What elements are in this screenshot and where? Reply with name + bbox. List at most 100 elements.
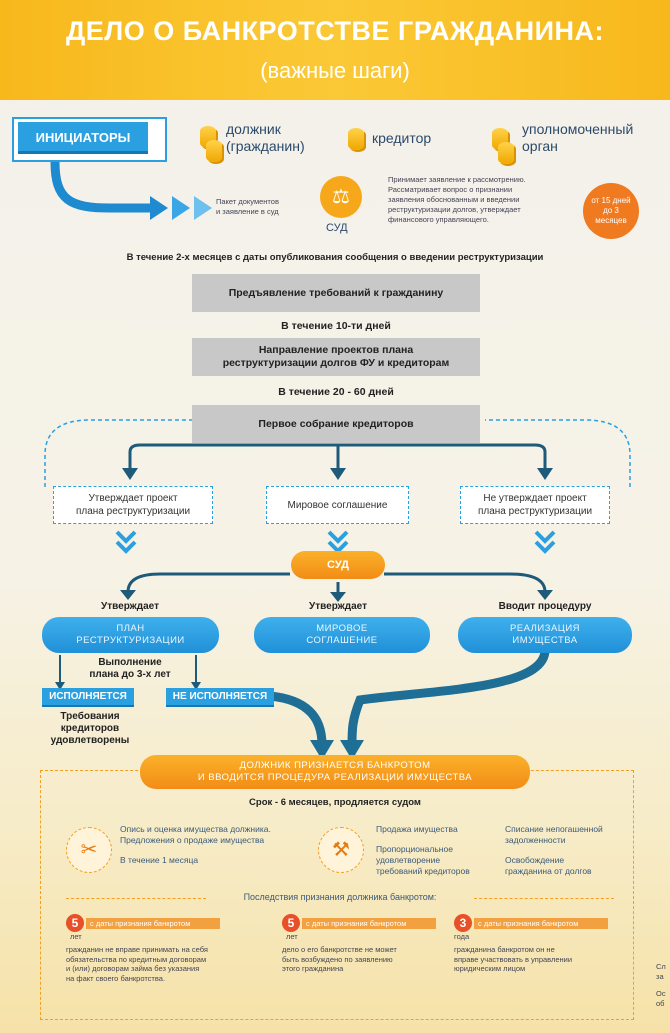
col3-line: задолженности: [505, 835, 566, 845]
realization-pill: РЕАЛИЗАЦИЯ ИМУЩЕСТВА: [458, 617, 632, 653]
within-20-60-days: В течение 20 - 60 дней: [278, 386, 394, 398]
court-note-line: Принимает заявление к рассмотрению.: [388, 175, 526, 184]
gavel-icon: ⚒: [318, 827, 364, 873]
executed-tag: ИСПОЛНЯЕТСЯ: [42, 688, 134, 707]
divider: [66, 898, 206, 899]
years-unit: лет: [70, 932, 82, 941]
col3-text: Списание непогашенной задолженности Осво…: [505, 824, 630, 877]
label-introduces: Вводит процедуру: [498, 601, 592, 612]
since-date-band: с даты признания банкротом: [86, 918, 220, 929]
party-debtor-line1: должник: [226, 121, 281, 137]
plan-line2: РЕСТРУКТУРИЗАЦИИ: [76, 635, 185, 646]
within-10-days: В течение 10-ти дней: [281, 320, 391, 332]
satisfied-line: удовлетворены: [50, 735, 130, 746]
party-creditor: кредитор: [372, 130, 431, 147]
col2-line: Продажа имущества: [376, 824, 458, 834]
years-unit: лет: [286, 932, 298, 941]
option-line: плана реструктуризации: [75, 506, 191, 517]
step-first-meeting: Первое собрание кредиторов: [192, 405, 480, 443]
coins-icon: [348, 128, 364, 150]
court-label: СУД: [326, 222, 348, 234]
claims-satisfied: Требования кредиторов удовлетворены: [40, 711, 140, 747]
coins-icon: [498, 142, 514, 164]
col1-line: Предложения о продаже имущества: [120, 835, 265, 845]
years-number: 5: [66, 914, 84, 932]
banner-line1: ДОЛЖНИК ПРИЗНАЕТСЯ БАНКРОТОМ: [239, 760, 431, 771]
execution-text: Выполнение плана до 3-х лет: [80, 657, 180, 681]
party-debtor: должник (гражданин): [226, 121, 305, 155]
label-approves-left: Утверждает: [101, 601, 159, 612]
header-banner: ДЕЛО О БАНКРОТСТВЕ ГРАЖДАНИНА: (важные ш…: [0, 0, 670, 100]
party-authority-line1: уполномоченный: [522, 121, 634, 137]
col1-line: В течение 1 месяца: [120, 855, 199, 865]
realization-line2: ИМУЩЕСТВА: [512, 635, 578, 646]
option-reject-plan: Не утверждает проект плана реструктуриза…: [460, 486, 610, 524]
since-date-band: с даты признания банкротом: [474, 918, 608, 929]
execution-line2: плана до 3-х лет: [89, 669, 171, 680]
edge-line: за: [656, 971, 664, 981]
col2-text: Продажа имущества Пропорциональное удовл…: [376, 824, 501, 877]
package-text: Пакет документов и заявление в суд: [216, 197, 306, 217]
col1-line: Опись и оценка имущества должника.: [120, 824, 271, 834]
inventory-icon: ✂: [66, 827, 112, 873]
satisfied-line: Требования: [60, 711, 120, 722]
step-draft-line2: реструктуризации долгов ФУ и кредиторам: [222, 357, 450, 369]
consequence-line: этого гражданина: [282, 964, 344, 973]
package-line2: и заявление в суд: [216, 207, 279, 216]
court-note: Принимает заявление к рассмотрению. Расс…: [388, 175, 578, 225]
plan-line1: ПЛАН: [116, 623, 145, 634]
party-creditor-line1: кредитор: [372, 130, 432, 146]
not-executed-tag: НЕ ИСПОЛНЯЕТСЯ: [166, 688, 274, 707]
since-date-band: с даты признания банкротом: [302, 918, 436, 929]
option-line: плана реструктуризации: [477, 506, 593, 517]
term-text: Срок - 6 месяцев, продляется судом: [249, 797, 421, 808]
court-note-line: финансового управляющего.: [388, 215, 489, 224]
col3-line: Освобождение: [505, 855, 565, 865]
settlement-line1: МИРОВОЕ: [316, 623, 368, 634]
consequence-line: юридическим лицом: [454, 964, 526, 973]
edge-line: Сл: [656, 962, 666, 971]
col3-line: Списание непогашенной: [505, 824, 603, 834]
option-line: Не утверждает проект: [483, 493, 587, 504]
court-pill: СУД: [291, 551, 385, 579]
package-line1: Пакет документов: [216, 197, 279, 206]
page-title: ДЕЛО О БАНКРОТСТВЕ ГРАЖДАНИНА:: [66, 16, 604, 46]
consequences-heading: Последствия признания должника банкротом…: [243, 892, 437, 902]
bankrupt-banner: ДОЛЖНИК ПРИЗНАЕТСЯ БАНКРОТОМ И ВВОДИТСЯ …: [140, 755, 530, 789]
col1-text: Опись и оценка имущества должника. Предл…: [120, 824, 310, 866]
col3-line: гражданина от долгов: [505, 866, 592, 876]
banner-line2: И ВВОДИТСЯ ПРОЦЕДУРА РЕАЛИЗАЦИИ ИМУЩЕСТВ…: [197, 772, 473, 783]
option-approve-plan: Утверждает проект плана реструктуризации: [53, 486, 213, 524]
coins-icon: [206, 140, 222, 162]
edge-line: Ос: [656, 989, 666, 998]
realization-line1: РЕАЛИЗАЦИЯ: [509, 623, 581, 634]
plan-restructuring-pill: ПЛАН РЕСТРУКТУРИЗАЦИИ: [42, 617, 219, 653]
option-settlement: Мировое соглашение: [266, 486, 409, 524]
col2-line: удовлетворение: [376, 855, 441, 865]
consequence-line: гражданина банкротом он не: [454, 945, 555, 954]
col2-line: Пропорциональное: [376, 844, 453, 854]
court-note-line: реструктуризации долгов, утверждает: [388, 205, 521, 214]
years-number: 3: [454, 914, 472, 932]
party-debtor-line2: (гражданин): [226, 138, 305, 154]
deadline-line: до 3: [603, 206, 619, 215]
years-number: 5: [282, 914, 300, 932]
consequence-text: гражданина банкротом он не вправе участв…: [454, 945, 614, 974]
deadline-line: месяцев: [595, 216, 627, 225]
satisfied-line: кредиторов: [60, 723, 120, 734]
consequence-line: дело о его банкротстве не может: [282, 945, 397, 954]
court-note-line: заявления обоснованным и введении: [388, 195, 520, 204]
consequence-line: гражданин не вправе принимать на себя: [66, 945, 208, 954]
consequence-line: и (или) договорам займа без указания: [66, 964, 200, 973]
initiators-label[interactable]: ИНИЦИАТОРЫ: [18, 122, 148, 154]
label-approves-mid: Утверждает: [309, 601, 367, 612]
consequence-line: быть возбуждено по заявлению: [282, 954, 393, 964]
years-unit: года: [454, 932, 470, 941]
consequence-line: на факт своего банкротства.: [66, 973, 166, 983]
court-note-line: Рассматривает вопрос о признании: [388, 185, 513, 194]
edge-text: Сл за Ос об: [656, 962, 670, 1008]
page-subtitle: (важные шаги): [260, 58, 410, 83]
settlement-line2: СОГЛАШЕНИЕ: [306, 635, 378, 646]
consequence-line: вправе участвовать в управлении: [454, 954, 573, 964]
deadline-badge: от 15 дней до 3 месяцев: [583, 183, 639, 239]
